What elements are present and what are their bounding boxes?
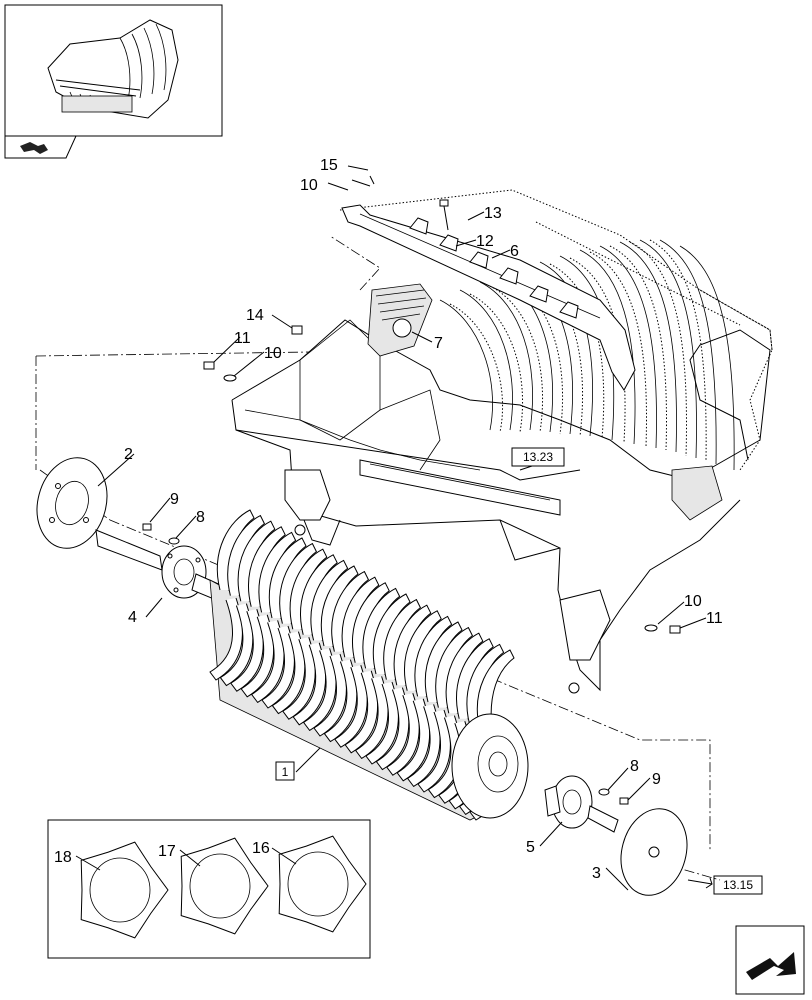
left-shaft [95,523,233,605]
callout-10: 10 [684,593,702,610]
callout-13: 13 [484,205,502,222]
left-disc [36,457,108,549]
rotor-tine [476,649,515,731]
callout-6: 6 [510,243,519,260]
callout-11: 11 [234,330,251,347]
callout-15: 15 [320,157,338,174]
scraper-plate [180,837,269,935]
item-box-1: 1 [275,761,295,781]
right-disc [620,808,688,896]
right-shaft [544,775,629,833]
callout-10: 10 [300,177,318,194]
callout-2: 2 [124,446,133,463]
scraper-plate [80,841,169,939]
callout-9: 9 [170,491,179,508]
callout-12: 12 [476,233,494,250]
next-page-arrow-icon[interactable] [735,925,805,995]
callout-10: 10 [264,345,282,362]
callout-11: 11 [706,610,723,627]
leader-lines [75,165,713,891]
callout-3: 3 [592,865,601,882]
callout-8: 8 [630,758,639,775]
ref-box-13-23[interactable]: 13.23 [511,447,565,467]
callout-9: 9 [652,771,661,788]
svg-text:13.15: 13.15 [723,878,753,892]
callout-4: 4 [128,609,137,626]
callout-14: 14 [246,307,264,324]
svg-text:1: 1 [282,765,289,779]
frame-assembly [203,175,773,694]
callout-17: 17 [158,843,176,860]
ref-box-13-15[interactable]: 13.15 [713,875,763,895]
callout-8: 8 [196,509,205,526]
callout-18: 18 [54,849,72,866]
arrow-icon[interactable] [20,142,48,154]
scraper-detail-panel [47,819,371,959]
scraper-plate [278,835,367,933]
assembly-thumbnail [47,19,179,119]
rotor-assembly [209,509,529,821]
callout-16: 16 [252,840,270,857]
callout-7: 7 [434,335,443,352]
callout-labels: 15 10 13 12 6 14 11 10 7 2 9 8 4 10 11 8… [54,157,723,882]
svg-text:13.23: 13.23 [523,450,553,464]
thumbnail-panel[interactable] [4,4,223,159]
callout-5: 5 [526,839,535,856]
